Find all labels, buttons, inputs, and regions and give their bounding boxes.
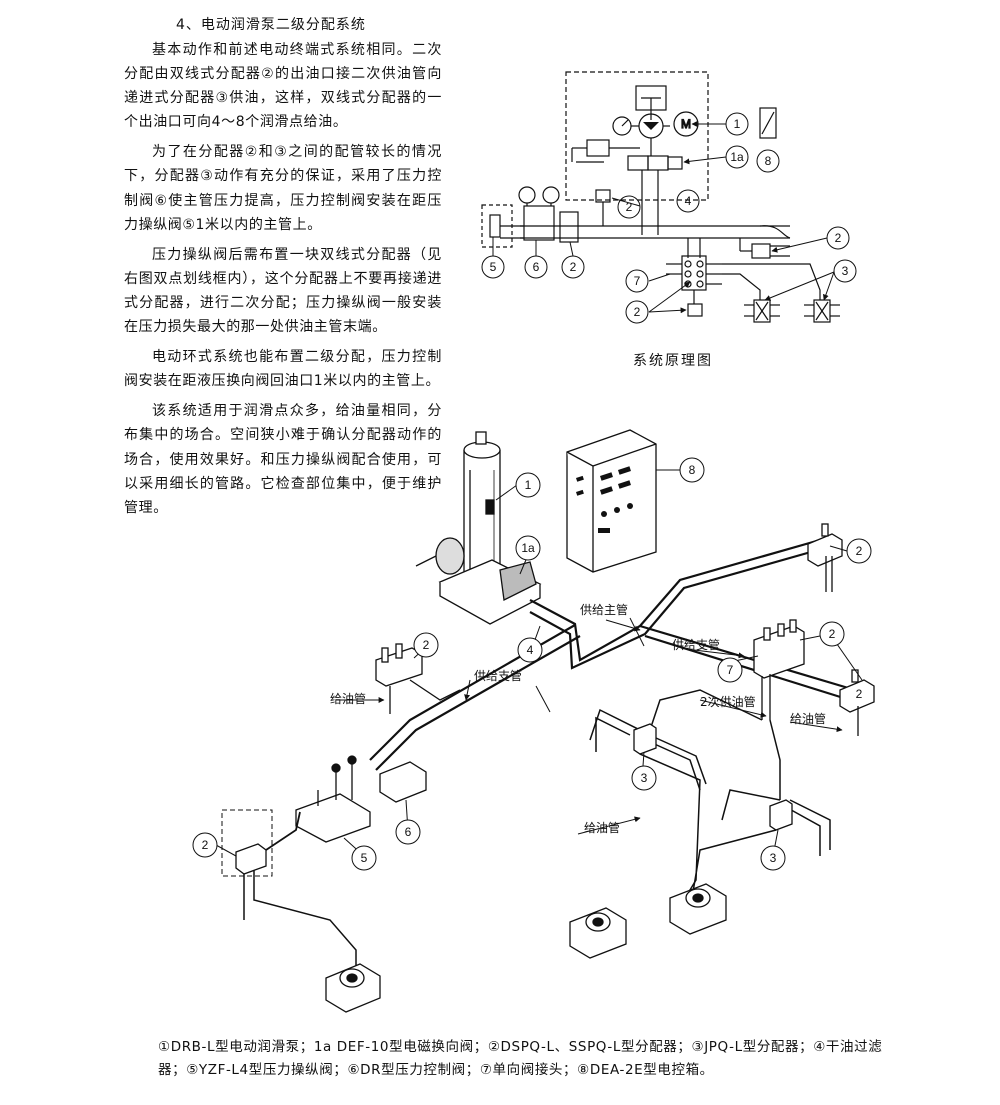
schematic-markers <box>481 112 857 324</box>
paragraph: 为了在分配器②和③之间的配管较长的情况下，分配器③动作有充分的保证，采用了压力控… <box>124 144 442 233</box>
schematic-marker: 5 <box>490 260 497 274</box>
distributor-3-lower <box>769 799 793 831</box>
schematic-marker: 1a <box>730 150 744 164</box>
paragraph: 压力操纵阀后需布置一块双线式分配器（见右图双点划线框内），这个分配器上不要再接递… <box>124 246 442 336</box>
iso-marker: 3 <box>641 771 648 785</box>
iso-marker: 5 <box>361 851 368 865</box>
control-box-symbol <box>759 107 777 139</box>
iso-markers <box>192 457 872 871</box>
schematic-marker: 6 <box>533 260 540 274</box>
schematic-marker: 2 <box>634 305 641 319</box>
distributor-2-upper-right <box>807 523 843 592</box>
main-supply-line <box>369 538 856 771</box>
distributor-2-lower-left <box>235 843 267 875</box>
iso-marker: 2 <box>423 638 430 652</box>
distributor-3-upper <box>633 723 657 755</box>
control-box <box>566 429 657 573</box>
schematic-diagram: M <box>481 71 857 324</box>
distributor-2-upper-left <box>375 643 461 714</box>
schematic-marker: 4 <box>685 194 692 208</box>
section-title: 4、电动润滑泵二级分配系统 <box>176 17 366 33</box>
bearing <box>569 907 627 959</box>
label-feed-pipe: 给油管 <box>330 691 366 706</box>
iso-marker: 8 <box>689 463 696 477</box>
schematic-marker: 2 <box>626 200 633 214</box>
body-text: 基本动作和前述电动终端式系统相同。二次分配由双线式分配器②的出油口接二次供油管向… <box>124 38 442 526</box>
distributor-2-right <box>839 669 875 736</box>
solenoid-valve <box>627 155 649 171</box>
schematic-marker: 7 <box>634 274 641 288</box>
svg-text:M: M <box>681 117 691 131</box>
iso-marker: 1 <box>525 478 532 492</box>
label-feed-pipe: 给油管 <box>790 711 826 726</box>
schematic-marker-labels: 1 1a 8 2 4 2 5 6 2 7 3 2 <box>490 117 849 319</box>
bearing <box>669 883 727 935</box>
pump-unit <box>415 431 542 625</box>
pressure-operating-valve <box>523 205 555 241</box>
paragraph: 该系统适用于润滑点众多，给油量相同，分布集中的场合。空间狭小难于确认分配器动作的… <box>124 403 442 516</box>
secondary-supply-pipes <box>589 689 831 856</box>
label-secondary-supply: 2次供油管 <box>700 694 756 709</box>
iso-marker: 3 <box>770 851 777 865</box>
iso-marker: 7 <box>727 663 734 677</box>
schematic-marker: 1 <box>734 117 741 131</box>
label-feed-pipe: 给油管 <box>584 820 620 835</box>
pressure-control-valve <box>379 761 427 803</box>
iso-marker: 2 <box>856 687 863 701</box>
paragraph: 电动环式系统也能布置二级分配，压力控制阀安装在距液压换向阀回油口1米以内的主管上… <box>124 349 442 390</box>
pressure-operating-valve <box>295 755 371 843</box>
distributor-manifold <box>753 619 805 720</box>
iso-marker: 6 <box>405 825 412 839</box>
iso-labels: 供给主管 供给支管 供给支管 给油管 2次供油管 给油管 给油管 1 1a 8 … <box>202 463 863 865</box>
legend: ①DRB-L型电动润滑泵；1a DEF-10型电磁换向阀；②DSPQ-L、SSP… <box>158 1039 883 1078</box>
pressure-control-valve <box>559 211 579 243</box>
iso-marker: 4 <box>527 643 534 657</box>
label-main-supply: 供给主管 <box>580 602 628 617</box>
schematic-marker: 3 <box>842 264 849 278</box>
iso-marker: 1a <box>521 541 535 555</box>
iso-marker: 2 <box>829 627 836 641</box>
dashed-frame <box>221 809 273 877</box>
isometric-drawing <box>192 429 875 1013</box>
schematic-marker: 8 <box>765 154 772 168</box>
paragraph: 基本动作和前述电动终端式系统相同。二次分配由双线式分配器②的出油口接二次供油管向… <box>124 42 442 131</box>
label-branch-supply: 供给支管 <box>672 637 720 652</box>
iso-marker: 2 <box>202 838 209 852</box>
bearing <box>325 963 381 1013</box>
schematic-caption: 系统原理图 <box>633 353 713 369</box>
label-branch-supply: 供给支管 <box>474 668 522 683</box>
iso-marker: 2 <box>856 544 863 558</box>
feed-pipes <box>243 753 777 970</box>
distributor-symbol <box>751 243 771 259</box>
schematic-marker: 2 <box>570 260 577 274</box>
schematic-marker: 2 <box>835 231 842 245</box>
